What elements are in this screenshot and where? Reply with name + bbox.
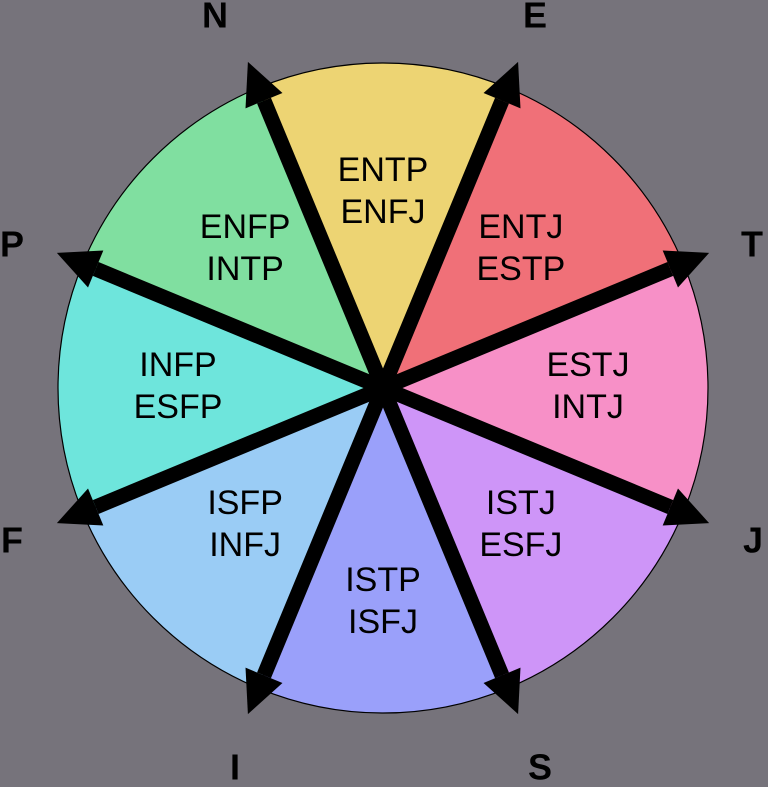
sector-group: [57, 62, 709, 714]
type-code-primary: ISTJ: [486, 484, 556, 522]
axis-group: [56, 61, 710, 715]
axis-shaft-j: [380, 381, 674, 514]
type-code-secondary: ESFP: [134, 388, 223, 426]
axis-arrowhead-f: [56, 488, 104, 526]
pole-label-s: S: [528, 747, 552, 787]
axis-shaft-s: [376, 385, 509, 679]
type-code-secondary: ESTP: [476, 250, 565, 288]
sector-label-entj-estp: ENTJ ESTP: [476, 208, 565, 288]
sector-infp-esfp[interactable]: [57, 262, 385, 514]
sector-label-istj-esfj: ISTJ ESFJ: [479, 484, 562, 564]
type-code-primary: ISFP: [207, 484, 283, 522]
pole-label-e: E: [523, 0, 547, 36]
type-code-primary: ISTP: [345, 561, 421, 599]
sector-label-isfp-infj: ISFP INFJ: [207, 484, 283, 564]
axis-arrowhead-s: [483, 667, 521, 715]
sector-istj-esfj[interactable]: [381, 386, 685, 690]
axis-arrowhead-i: [245, 667, 283, 715]
type-code-secondary: ENFJ: [341, 193, 426, 231]
sector-estj-intj[interactable]: [381, 262, 709, 514]
type-code-secondary: INTP: [206, 250, 283, 288]
type-code-primary: ESTJ: [546, 346, 629, 384]
sector-isfp-infj[interactable]: [81, 386, 385, 690]
axis-arrowhead-p: [56, 250, 104, 288]
type-code-primary: INFP: [139, 346, 216, 384]
sector-label-enfp-intp: ENFP INTP: [200, 208, 291, 288]
axis-shaft-e: [376, 97, 509, 391]
axis-shaft-i: [257, 385, 390, 679]
type-code-primary: ENFP: [200, 208, 291, 246]
pole-label-f: F: [1, 520, 23, 561]
pole-label-i: I: [230, 747, 240, 787]
type-code-primary: ENTP: [338, 151, 429, 189]
pole-label-p: P: [0, 224, 24, 265]
axis-arrowhead-t: [662, 250, 710, 288]
type-code-primary: ENTJ: [478, 208, 563, 246]
sector-label-infp-esfp: INFP ESFP: [134, 346, 223, 426]
axis-shaft-p: [92, 262, 386, 395]
axis-shaft-f: [92, 381, 386, 514]
sector-label-entp-enfj: ENTP ENFJ: [338, 151, 429, 231]
sector-istp-isfj[interactable]: [257, 386, 509, 714]
sector-label-estj-intj: ESTJ INTJ: [546, 346, 629, 426]
type-code-secondary: INTJ: [552, 388, 624, 426]
sector-entj-estp[interactable]: [381, 86, 685, 390]
sector-label-group: ENTP ENFJ ENTJ ESTP ESTJ INTJ ISTJ ESFJ ISTP ISFJ…: [134, 151, 630, 641]
pole-label-j: J: [743, 520, 763, 561]
sector-entp-enfj[interactable]: [257, 62, 509, 390]
axis-arrowhead-e: [483, 61, 521, 109]
sector-enfp-intp[interactable]: [81, 86, 385, 390]
pole-label-t: T: [741, 224, 763, 265]
type-code-secondary: ESFJ: [479, 526, 562, 564]
type-code-secondary: ISFJ: [348, 603, 418, 641]
type-code-secondary: INFJ: [209, 526, 281, 564]
axis-arrowhead-n: [245, 61, 283, 109]
pole-label-n: N: [202, 0, 228, 36]
axis-arrowhead-j: [662, 488, 710, 526]
sector-label-istp-isfj: ISTP ISFJ: [345, 561, 421, 641]
axis-shaft-n: [257, 97, 390, 391]
axis-shaft-t: [380, 262, 674, 395]
